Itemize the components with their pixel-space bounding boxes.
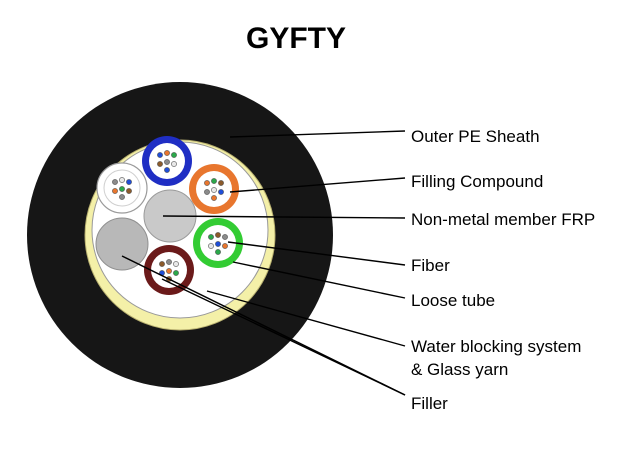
filler-rod: [95, 217, 149, 271]
label-filler: Filler: [411, 394, 448, 413]
leader-outer-sheath: [229, 130, 406, 138]
fiber-strand: [112, 188, 118, 194]
fiber-strand: [173, 261, 179, 267]
fiber-strand: [171, 152, 177, 158]
fiber-strand: [119, 177, 125, 183]
loose-tube-blue: [142, 136, 192, 186]
fiber-strand: [218, 180, 224, 186]
loose-tube-green: [193, 218, 243, 268]
fiber-strand: [204, 189, 210, 195]
fiber-strand: [211, 187, 217, 193]
fiber-strand: [119, 194, 125, 200]
leader-fiber: [227, 241, 406, 266]
label-loose-tube: Loose tube: [411, 291, 495, 310]
fiber-strand: [211, 178, 217, 184]
leader-water-blocking: [206, 290, 406, 347]
fiber-strand: [215, 249, 221, 255]
fiber-strand: [222, 234, 228, 240]
fiber-strand: [112, 179, 118, 185]
fiber-strand: [173, 270, 179, 276]
leader-loose-tube: [232, 261, 406, 299]
fiber-strand: [171, 161, 177, 167]
leader-frp: [162, 215, 406, 219]
leader-filling-compound: [229, 177, 406, 193]
loose-tube-white: [96, 162, 148, 214]
fiber-strand: [126, 188, 132, 194]
diagram-title: GYFTY: [246, 22, 346, 55]
label-filling-compound: Filling Compound: [411, 172, 543, 191]
loose-tube-brown: [144, 245, 194, 295]
label-fiber: Fiber: [411, 256, 450, 275]
fiber-strand: [157, 152, 163, 158]
fiber-strand: [159, 261, 165, 267]
fiber-strand: [164, 159, 170, 165]
label-outer-pe-sheath: Outer PE Sheath: [411, 127, 540, 146]
fiber-strand: [215, 232, 221, 238]
loose-tube-orange: [189, 164, 239, 214]
label-glass-yarn: & Glass yarn: [411, 360, 508, 379]
fiber-strand: [119, 186, 125, 192]
fiber-strand: [164, 150, 170, 156]
fiber-strand: [157, 161, 163, 167]
fiber-strand: [211, 195, 217, 201]
label-water-blocking-system: Water blocking system: [411, 337, 581, 356]
label-non-metal-member-frp: Non-metal member FRP: [411, 210, 595, 229]
fiber-strand: [166, 259, 172, 265]
fiber-strand: [164, 167, 170, 173]
fiber-strand: [222, 243, 228, 249]
fiber-strand: [218, 189, 224, 195]
fiber-strand: [208, 243, 214, 249]
fiber-strand: [166, 268, 172, 274]
fiber-strand: [126, 179, 132, 185]
fiber-strand: [204, 180, 210, 186]
fiber-strand: [215, 241, 221, 247]
fiber-strand: [208, 234, 214, 240]
leader-filler-b: [121, 255, 406, 396]
